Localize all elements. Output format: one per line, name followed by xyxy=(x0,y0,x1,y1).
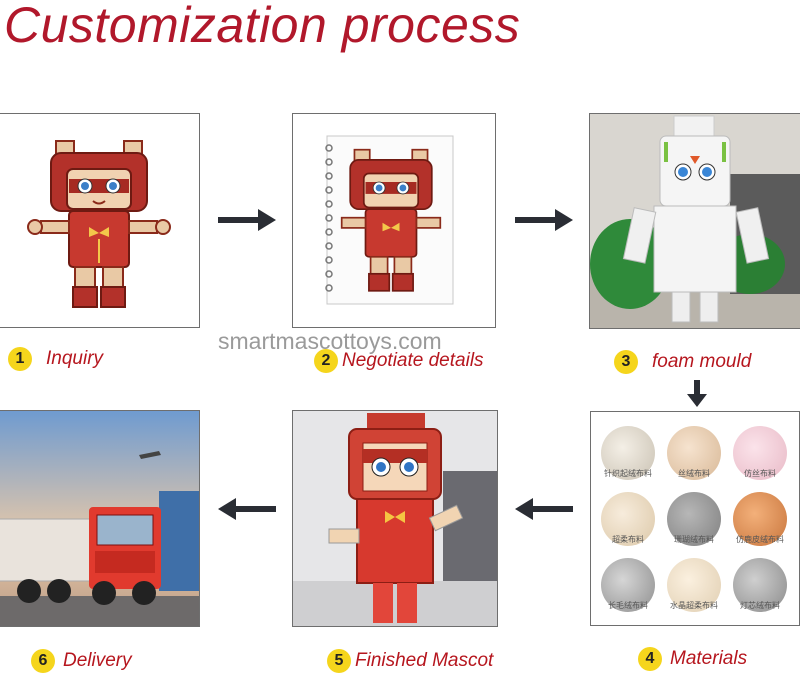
arrow-right-icon xyxy=(218,209,276,231)
fabric-swatch xyxy=(601,558,655,612)
finished-mascot-photo xyxy=(293,411,497,626)
fabric-caption: 长毛绒布料 xyxy=(608,601,648,610)
delivery-panel xyxy=(0,410,200,627)
foam-mould-panel xyxy=(589,113,800,329)
step-label-text: Materials xyxy=(670,648,748,669)
page-title: Customization process xyxy=(4,0,521,53)
step-3-label: 3 foam mould xyxy=(614,350,751,374)
foam-mould-photo xyxy=(590,114,800,328)
step-1-label: 1 Inquiry xyxy=(8,347,103,371)
step-6-label: 6 Delivery xyxy=(31,649,132,673)
fabric-swatch xyxy=(667,558,721,612)
step-label-text: foam mould xyxy=(652,351,752,372)
fabric-caption: 丝绒布料 xyxy=(678,469,710,478)
fabric-caption: 仿丝布料 xyxy=(744,469,776,478)
fabric-swatch xyxy=(733,558,787,612)
step-number-badge: 6 xyxy=(31,649,55,673)
step-number-badge: 4 xyxy=(638,647,662,671)
fabric-caption: 珊瑚绒布料 xyxy=(674,535,714,544)
fabric-swatch xyxy=(601,492,655,546)
step-number-badge: 5 xyxy=(327,649,351,673)
step-label-text: Negotiate details xyxy=(342,350,484,371)
fabric-caption: 水晶超柔布料 xyxy=(670,601,718,610)
arrow-down-icon xyxy=(687,380,707,407)
fabric-swatch xyxy=(601,426,655,480)
inquiry-panel xyxy=(0,113,200,328)
finished-mascot-panel xyxy=(292,410,498,627)
fabric-caption: 超柔布料 xyxy=(612,535,644,544)
step-4-label: 4 Materials xyxy=(638,647,747,671)
fabric-swatch xyxy=(733,426,787,480)
step-5-label: 5 Finished Mascot xyxy=(327,649,493,673)
arrow-left-icon xyxy=(218,498,276,520)
arrow-left-icon xyxy=(515,498,573,520)
negotiate-panel xyxy=(292,113,496,328)
fabric-swatch xyxy=(667,492,721,546)
fabric-caption: 仿鹿皮绒布料 xyxy=(736,535,784,544)
step-number-badge: 3 xyxy=(614,350,638,374)
delivery-truck-photo xyxy=(0,411,199,626)
sketchbook-image xyxy=(325,135,454,305)
step-label-text: Inquiry xyxy=(46,348,104,369)
step-label-text: Delivery xyxy=(63,650,132,671)
step-label-text: Finished Mascot xyxy=(355,650,494,671)
step-number-badge: 1 xyxy=(8,347,32,371)
arrow-right-icon xyxy=(515,209,573,231)
step-2-label: 2 Negotiate details xyxy=(314,349,484,373)
fabric-caption: 针织起绒布料 xyxy=(604,469,652,478)
mascot-drawing-image xyxy=(27,140,171,308)
fabric-caption: 灯芯绒布料 xyxy=(740,601,780,610)
fabric-swatch xyxy=(733,492,787,546)
materials-panel: 针织起绒布料 丝绒布料 仿丝布料 超柔布料 珊瑚绒布料 仿鹿皮绒布料 长毛绒布料… xyxy=(590,411,800,626)
step-number-badge: 2 xyxy=(314,349,338,373)
fabric-swatch xyxy=(667,426,721,480)
